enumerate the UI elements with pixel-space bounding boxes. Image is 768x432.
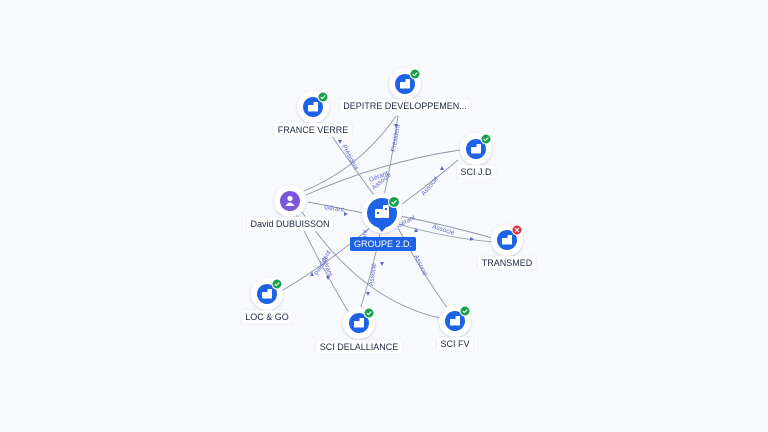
check-badge-icon: [480, 133, 492, 145]
node-label: LOC & GO: [245, 312, 289, 322]
check-badge-icon: [317, 91, 329, 103]
edge-david-sci-fv: [301, 211, 441, 319]
node-transmed[interactable]: TRANSMED: [477, 224, 538, 271]
check-badge-icon: [388, 196, 400, 208]
arrow-head: [470, 237, 474, 241]
check-mark-icon: [462, 309, 468, 314]
company-icon: [502, 235, 512, 245]
edge-transmed-associe: [399, 215, 493, 239]
check-mark-icon: [391, 199, 397, 205]
node-label-bg: [477, 255, 538, 271]
node-label-bg: [246, 216, 334, 232]
center-node-label: GROUPE 2.D.: [354, 239, 412, 249]
check-mark-icon: [320, 95, 326, 100]
node-label-bg: [436, 336, 474, 352]
edge-david-sci-jd: [305, 149, 461, 196]
node-france-verre[interactable]: FRANCE VERRE: [273, 91, 353, 138]
company-icon: [375, 205, 389, 218]
node-label-bg: [315, 339, 403, 355]
person-icon: [285, 195, 295, 206]
arrow-head: [394, 124, 398, 128]
arrow-head: [310, 272, 314, 276]
edge-transmed-gerant: [397, 223, 495, 243]
company-icon: [308, 102, 318, 112]
arrow-head: [366, 292, 370, 296]
node-label: FRANCE VERRE: [278, 125, 349, 135]
check-badge-icon: [409, 68, 421, 80]
arrow-head: [440, 166, 444, 170]
edge-label-france-verre: Président: [340, 144, 359, 172]
node-label-bg: [240, 309, 294, 325]
edges: [279, 114, 495, 319]
check-mark-icon: [412, 72, 418, 77]
edge-label-depitre: Président: [390, 124, 402, 152]
node-loc-go[interactable]: LOC & GO: [240, 278, 294, 325]
node-sci-fv[interactable]: SCI FV: [436, 305, 474, 352]
node-label-bg: [273, 122, 353, 138]
nodes-layer: DEPITRE DEVELOPPEMEN... FRANCE VERRE SCI J…: [240, 68, 538, 355]
node-sci-delalliance[interactable]: SCI DELALLIANCE: [315, 307, 403, 355]
edge-label-sci-jd: Associé: [420, 175, 440, 197]
arrow-head: [380, 262, 384, 266]
node-label: David DUBUISSON: [250, 219, 329, 229]
edge-david-depitre: [303, 115, 397, 192]
node-label: TRANSMED: [482, 258, 533, 268]
node-label-bg: [456, 164, 497, 180]
company-icon: [400, 79, 410, 89]
node-label: SCI J.D: [460, 167, 492, 177]
edge-arrows: [310, 124, 474, 296]
company-icon: [471, 144, 481, 154]
arrow-head: [338, 140, 342, 144]
edge-sci-fv: [397, 227, 451, 313]
cross-mark-icon: [514, 227, 520, 233]
node-david[interactable]: David DUBUISSON: [246, 185, 334, 232]
node-depitre[interactable]: DEPITRE DEVELOPPEMEN...: [338, 68, 472, 114]
node-label: DEPITRE DEVELOPPEMEN...: [343, 101, 467, 111]
check-mark-icon: [274, 282, 280, 287]
edge-loc-go: [279, 225, 373, 293]
edge-label-sci-delalliance: Associé: [368, 262, 378, 286]
check-badge-icon: [363, 307, 375, 319]
company-icon: [354, 318, 364, 328]
arrow-head: [414, 228, 418, 232]
company-icon: [450, 316, 460, 326]
arrow-head: [344, 212, 348, 216]
edge-depitre: [383, 114, 399, 197]
center-node[interactable]: GROUPE 2.D.: [350, 193, 416, 251]
edge-label-david-center: Gérant: [324, 204, 345, 214]
check-badge-icon: [271, 278, 283, 290]
edge-label-sci-fv: Associé: [412, 254, 428, 278]
edge-sci-jd: [401, 159, 459, 205]
center-node-label-bg: [350, 237, 416, 251]
arrow-head: [326, 276, 330, 280]
node-label: SCI DELALLIANCE: [320, 342, 399, 352]
check-badge-icon: [459, 305, 471, 317]
node-label: SCI FV: [440, 339, 469, 349]
node-sci-jd[interactable]: SCI J.D: [456, 133, 497, 180]
node-label-bg: [338, 98, 472, 114]
company-icon: [262, 289, 272, 299]
check-mark-icon: [483, 137, 489, 142]
check-mark-icon: [366, 311, 372, 316]
